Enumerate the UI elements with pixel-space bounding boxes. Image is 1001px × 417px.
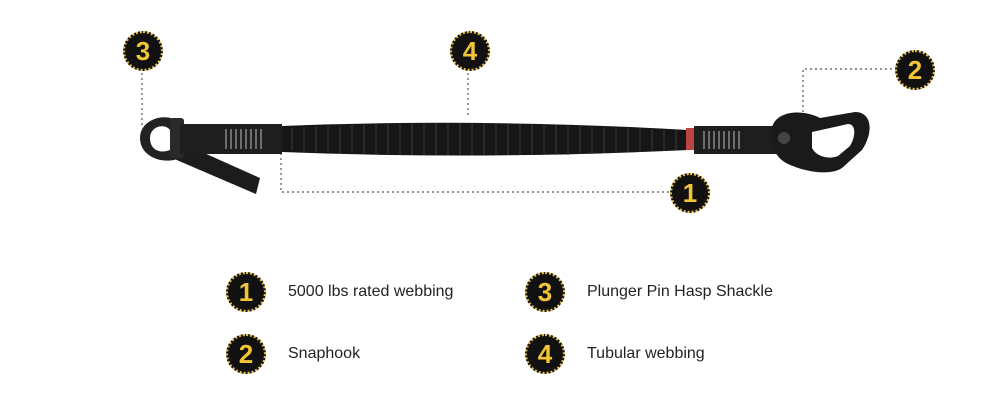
shackle-shape [140,117,184,161]
legend-item-3: 3 Plunger Pin Hasp Shackle [525,272,773,312]
callout-number: 1 [682,178,698,208]
tubular-ripples [291,123,677,155]
callout-number: 2 [907,55,923,85]
legend-badge: 3 [525,272,565,312]
legend-badge: 4 [525,334,565,374]
callout-badge-3: 3 [123,31,163,71]
legend-label: Snaphook [288,345,361,362]
callout-number: 4 [462,36,478,66]
callout-badge-2: 2 [895,50,935,90]
callout-badge-4: 4 [450,31,490,71]
legend-label: Plunger Pin Hasp Shackle [587,283,773,300]
snaphook-shape [770,112,870,173]
callout-badge-1: 1 [670,173,710,213]
legend-badge: 2 [226,334,266,374]
legend-item-4: 4 Tubular webbing [525,334,705,374]
legend-badge: 1 [226,272,266,312]
leader-line-2 [802,68,897,118]
callout-number: 3 [135,36,151,66]
label-tag [686,128,694,150]
tubular-webbing [282,122,688,156]
leader-lines [141,68,897,193]
right-stitching [703,131,740,149]
legend-label: 5000 lbs rated webbing [288,283,454,300]
left-stitching [225,129,262,149]
legend-item-2: 2 Snaphook [226,334,360,374]
legend-label: Tubular webbing [587,345,705,362]
legend-item-1: 1 5000 lbs rated webbing [226,272,453,312]
